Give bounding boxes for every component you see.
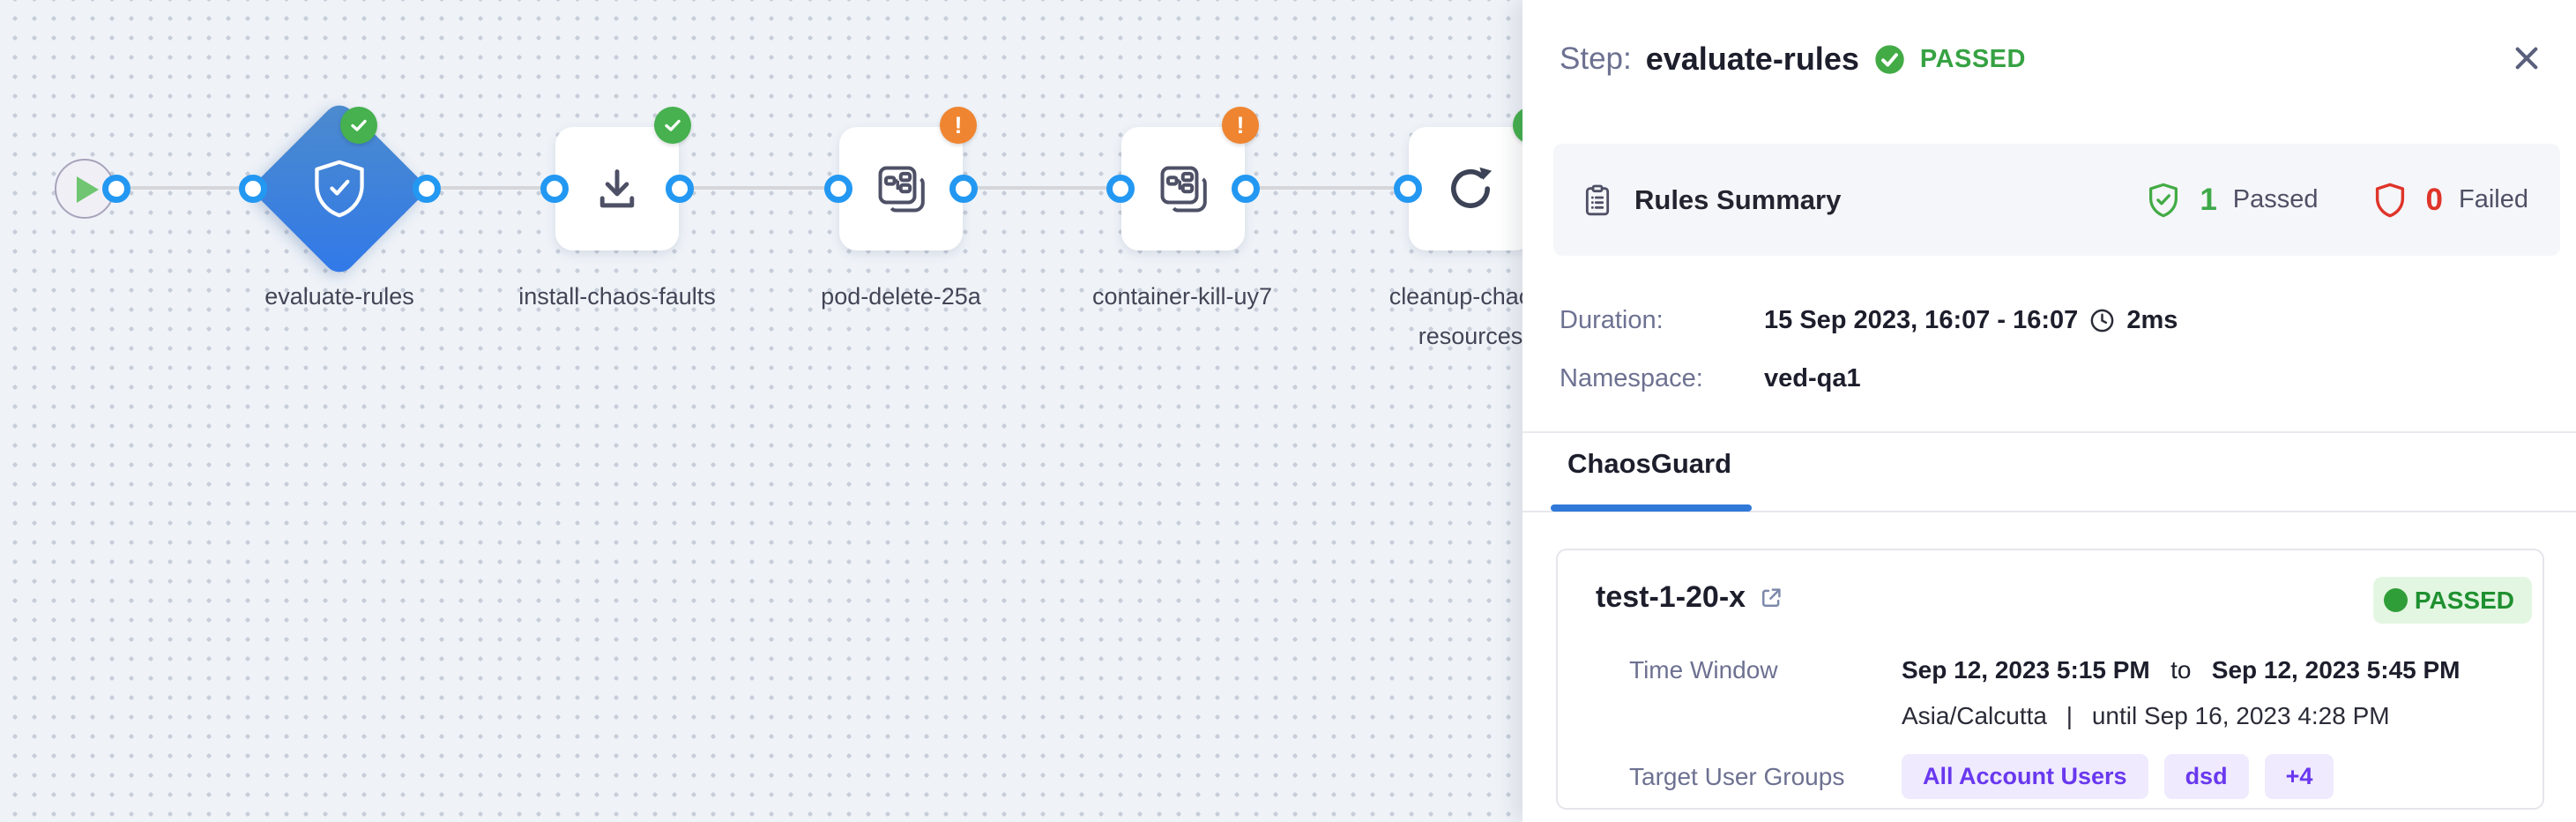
- status-badge-warning: !: [1222, 107, 1259, 144]
- external-link-icon[interactable]: [1758, 585, 1784, 611]
- port-install-in: [540, 175, 569, 203]
- status-badge-passed: [654, 107, 691, 144]
- tab-divider: [1523, 511, 2576, 512]
- user-group-chip[interactable]: dsd: [2163, 754, 2249, 799]
- step-title: evaluate-rules: [1645, 41, 1859, 77]
- guard-status-text: PASSED: [2414, 586, 2514, 614]
- rules-summary-band: Rules Summary 1 Passed 0 Failed: [1553, 144, 2560, 256]
- until-value: until Sep 16, 2023 4:28 PM: [2091, 702, 2390, 729]
- port-evaluate-in: [239, 175, 267, 203]
- port-evaluate-out: [413, 175, 441, 203]
- node-container-kill-uy7[interactable]: [1121, 127, 1245, 250]
- tab-active-indicator: [1551, 504, 1752, 512]
- duration-label: Duration:: [1560, 305, 1664, 334]
- timezone-row: Asia/Calcutta | until Sep 16, 2023 4:28 …: [1629, 702, 2390, 730]
- chaos-fault-icon: [1154, 160, 1212, 218]
- shield-check-passed-icon: [2143, 180, 2184, 220]
- time-window-row: Time Window Sep 12, 2023 5:15 PM to Sep …: [1629, 656, 2461, 684]
- target-user-groups-label: Target User Groups: [1629, 762, 1845, 790]
- user-group-overflow-chip[interactable]: +4: [2264, 754, 2334, 799]
- port-pod-out: [949, 175, 978, 203]
- time-window-end: Sep 12, 2023 5:45 PM: [2211, 656, 2461, 684]
- status-badge-warning: !: [940, 107, 977, 144]
- shield-check-icon: [276, 125, 403, 252]
- chaos-fault-icon: [872, 160, 930, 218]
- node-cleanup-chaos-resources[interactable]: [1409, 127, 1532, 250]
- node-install-chaos-faults[interactable]: [555, 127, 679, 250]
- clipboard-icon: [1580, 183, 1615, 218]
- time-window-start: Sep 12, 2023 5:15 PM: [1902, 656, 2150, 684]
- node-label: container-kill-uy7: [1091, 283, 1273, 310]
- namespace-label: Namespace:: [1560, 363, 1703, 392]
- port-container-in: [1106, 175, 1135, 203]
- user-group-chip[interactable]: All Account Users: [1902, 754, 2148, 799]
- clock-icon: [2088, 307, 2116, 334]
- failed-count: 0: [2425, 182, 2443, 217]
- shield-failed-icon: [2370, 180, 2410, 220]
- rules-summary-title: Rules Summary: [1634, 183, 1842, 215]
- time-window-join: to: [2170, 656, 2192, 684]
- timezone-spacer: [1629, 702, 1902, 730]
- timezone-separator: |: [2066, 702, 2073, 729]
- retry-icon: [1441, 160, 1500, 218]
- divider: [1523, 431, 2576, 433]
- node-evaluate-rules[interactable]: [249, 99, 429, 279]
- port-cleanup-in: [1394, 175, 1422, 203]
- time-window-label: Time Window: [1629, 656, 1778, 684]
- guard-name: test-1-20-x: [1596, 580, 1746, 614]
- port-pod-in: [824, 175, 852, 203]
- status-dot-icon: [2383, 588, 2408, 612]
- panel-header: Step: evaluate-rules PASSED: [1560, 32, 2026, 86]
- node-label: pod-delete-25a: [821, 283, 981, 310]
- namespace-row: Namespace: ved-qa1: [1560, 355, 1861, 402]
- passed-label: Passed: [2232, 185, 2319, 213]
- step-status-text: PASSED: [1919, 44, 2026, 73]
- download-icon: [588, 160, 646, 218]
- node-label: evaluate-rules: [264, 283, 414, 310]
- duration-time: 2ms: [2126, 305, 2178, 334]
- guard-status-badge: PASSED: [2372, 577, 2532, 624]
- port-start-out: [102, 175, 130, 203]
- target-user-groups-row: Target User Groups All Account Users dsd…: [1629, 754, 2334, 799]
- namespace-value: ved-qa1: [1764, 363, 1861, 392]
- node-pod-delete-25a[interactable]: [839, 127, 963, 250]
- step-details-panel: Step: evaluate-rules PASSED: [1523, 0, 2576, 822]
- timezone-value: Asia/Calcutta: [1902, 702, 2047, 729]
- close-icon[interactable]: [2507, 39, 2546, 78]
- node-label: install-chaos-faults: [518, 283, 716, 310]
- status-badge-passed: [340, 107, 377, 144]
- port-container-out: [1232, 175, 1260, 203]
- chaosguard-card: test-1-20-x PASSED Time Window Sep 12, 2…: [1556, 549, 2544, 810]
- duration-row: Duration: 15 Sep 2023, 16:07 - 16:07 2ms: [1560, 296, 2178, 344]
- step-prefix-label: Step:: [1560, 41, 1632, 76]
- play-icon: [77, 176, 99, 203]
- pipeline-edge: [115, 186, 1523, 190]
- duration-value: 15 Sep 2023, 16:07 - 16:07: [1764, 305, 2079, 334]
- port-install-out: [666, 175, 694, 203]
- passed-count: 1: [2200, 182, 2217, 217]
- check-circle-icon: [1873, 43, 1906, 76]
- failed-label: Failed: [2459, 185, 2528, 213]
- tab-chaosguard[interactable]: ChaosGuard: [1567, 448, 1732, 479]
